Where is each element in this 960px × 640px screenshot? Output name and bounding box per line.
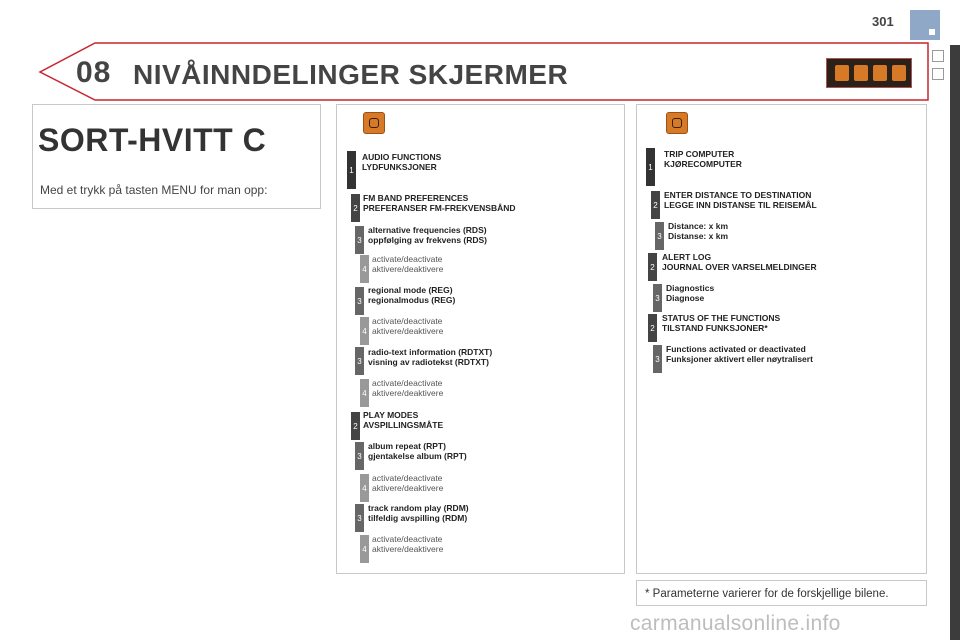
audio-menu-panel xyxy=(336,104,625,574)
audio-functions-icon xyxy=(363,112,385,134)
level-badge: 2 xyxy=(351,412,360,440)
watermark: carmanualsonline.info xyxy=(630,612,841,635)
menu-item: album repeat (RPT)gjentakelse album (RPT… xyxy=(368,441,467,461)
menu-item: alternative frequencies (RDS)oppfølging … xyxy=(368,225,488,245)
chapter-number: 08 xyxy=(76,56,112,89)
chapter-banner xyxy=(0,42,930,102)
level-badge: 3 xyxy=(355,226,364,254)
level-badge: 3 xyxy=(653,345,662,373)
menu-item: regional mode (REG)regionalmodus (REG) xyxy=(368,285,456,305)
level-badge: 3 xyxy=(655,222,664,250)
level-badge: 4 xyxy=(360,379,369,407)
page-number: 301 xyxy=(872,14,894,29)
bookmark-square xyxy=(932,68,944,80)
level-badge: 3 xyxy=(355,287,364,315)
section-title: SORT-HVITT C xyxy=(38,122,267,158)
corner-tab xyxy=(910,10,940,40)
intro-panel xyxy=(32,104,321,209)
level-badge: 4 xyxy=(360,474,369,502)
level-badge: 1 xyxy=(347,151,356,189)
level-badge: 2 xyxy=(651,191,660,219)
level-badge: 1 xyxy=(646,148,655,186)
bookmark-square xyxy=(932,50,944,62)
trip-menu-panel xyxy=(636,104,927,574)
level-badge: 4 xyxy=(360,535,369,563)
level-badge: 3 xyxy=(355,442,364,470)
menu-item: radio-text information (RDTXT)visning av… xyxy=(368,347,493,367)
display-screen-icon xyxy=(826,58,912,88)
menu-item: track random play (RDM)tilfeldig avspill… xyxy=(368,503,469,523)
level-badge: 3 xyxy=(355,347,364,375)
intro-text: Med et trykk på tasten MENU for man opp: xyxy=(40,183,268,197)
fuel-pump-icon xyxy=(666,112,688,134)
level-badge: 2 xyxy=(648,253,657,281)
footnote: * Parameterne varierer for de forskjelli… xyxy=(645,588,889,600)
level-badge: 4 xyxy=(360,255,369,283)
level-badge: 4 xyxy=(360,317,369,345)
level-badge: 3 xyxy=(653,284,662,312)
level-badge: 2 xyxy=(648,314,657,342)
level-badge: 2 xyxy=(351,194,360,222)
chapter-title: NIVÅINNDELINGER SKJERMER xyxy=(133,59,569,90)
level-badge: 3 xyxy=(355,504,364,532)
footnote-box xyxy=(636,580,927,606)
side-bar xyxy=(950,45,960,640)
